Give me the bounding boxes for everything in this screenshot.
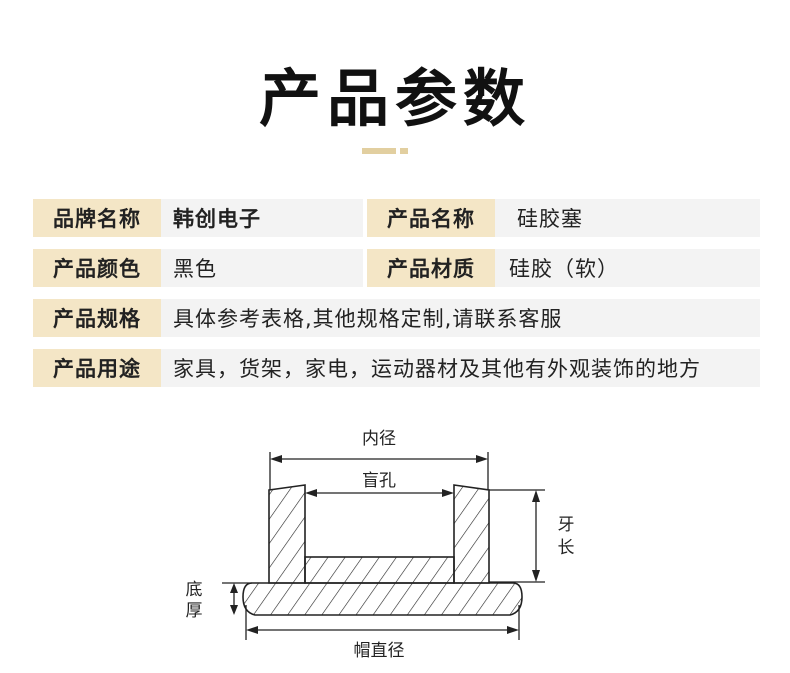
name-label: 产品名称 <box>367 199 495 237</box>
cap-base <box>242 582 523 616</box>
size-label: 产品规格 <box>33 299 161 337</box>
usage-value: 家具，货架，家电，运动器材及其他有外观装饰的地方 <box>161 349 760 387</box>
divider <box>363 199 367 237</box>
spec-row-size: 产品规格 具体参考表格,其他规格定制,请联系客服 <box>33 299 760 337</box>
inner-diameter-label: 内径 <box>362 429 396 449</box>
spec-row-brand: 品牌名称 韩创电子 产品名称 硅胶塞 <box>33 199 760 237</box>
left-wall <box>268 484 306 584</box>
cap-diameter-label: 帽直径 <box>354 641 405 661</box>
tooth-length-label-1: 牙 <box>558 515 575 535</box>
title-underline <box>362 148 408 154</box>
brand-value: 韩创电子 <box>161 199 363 237</box>
usage-label: 产品用途 <box>33 349 161 387</box>
material-value: 硅胶（软） <box>495 249 760 287</box>
underline-long <box>362 148 396 154</box>
hole-bottom <box>304 556 455 584</box>
spec-row-usage: 产品用途 家具，货架，家电，运动器材及其他有外观装饰的地方 <box>33 349 760 387</box>
base-thickness-label-2: 厚 <box>186 601 203 621</box>
blind-hole-label: 盲孔 <box>362 471 396 491</box>
divider <box>363 249 367 287</box>
page-title: 产品参数 <box>258 62 531 135</box>
right-wall <box>453 484 490 584</box>
brand-label: 品牌名称 <box>33 199 161 237</box>
size-value: 具体参考表格,其他规格定制,请联系客服 <box>161 299 760 337</box>
color-value: 黑色 <box>161 249 363 287</box>
underline-short <box>400 148 408 154</box>
material-label: 产品材质 <box>367 249 495 287</box>
tooth-length-label-2: 长 <box>558 538 575 558</box>
name-value: 硅胶塞 <box>495 199 760 237</box>
color-label: 产品颜色 <box>33 249 161 287</box>
spec-row-color: 产品颜色 黑色 产品材质 硅胶（软） <box>33 249 760 287</box>
base-thickness-label-1: 底 <box>186 580 203 600</box>
